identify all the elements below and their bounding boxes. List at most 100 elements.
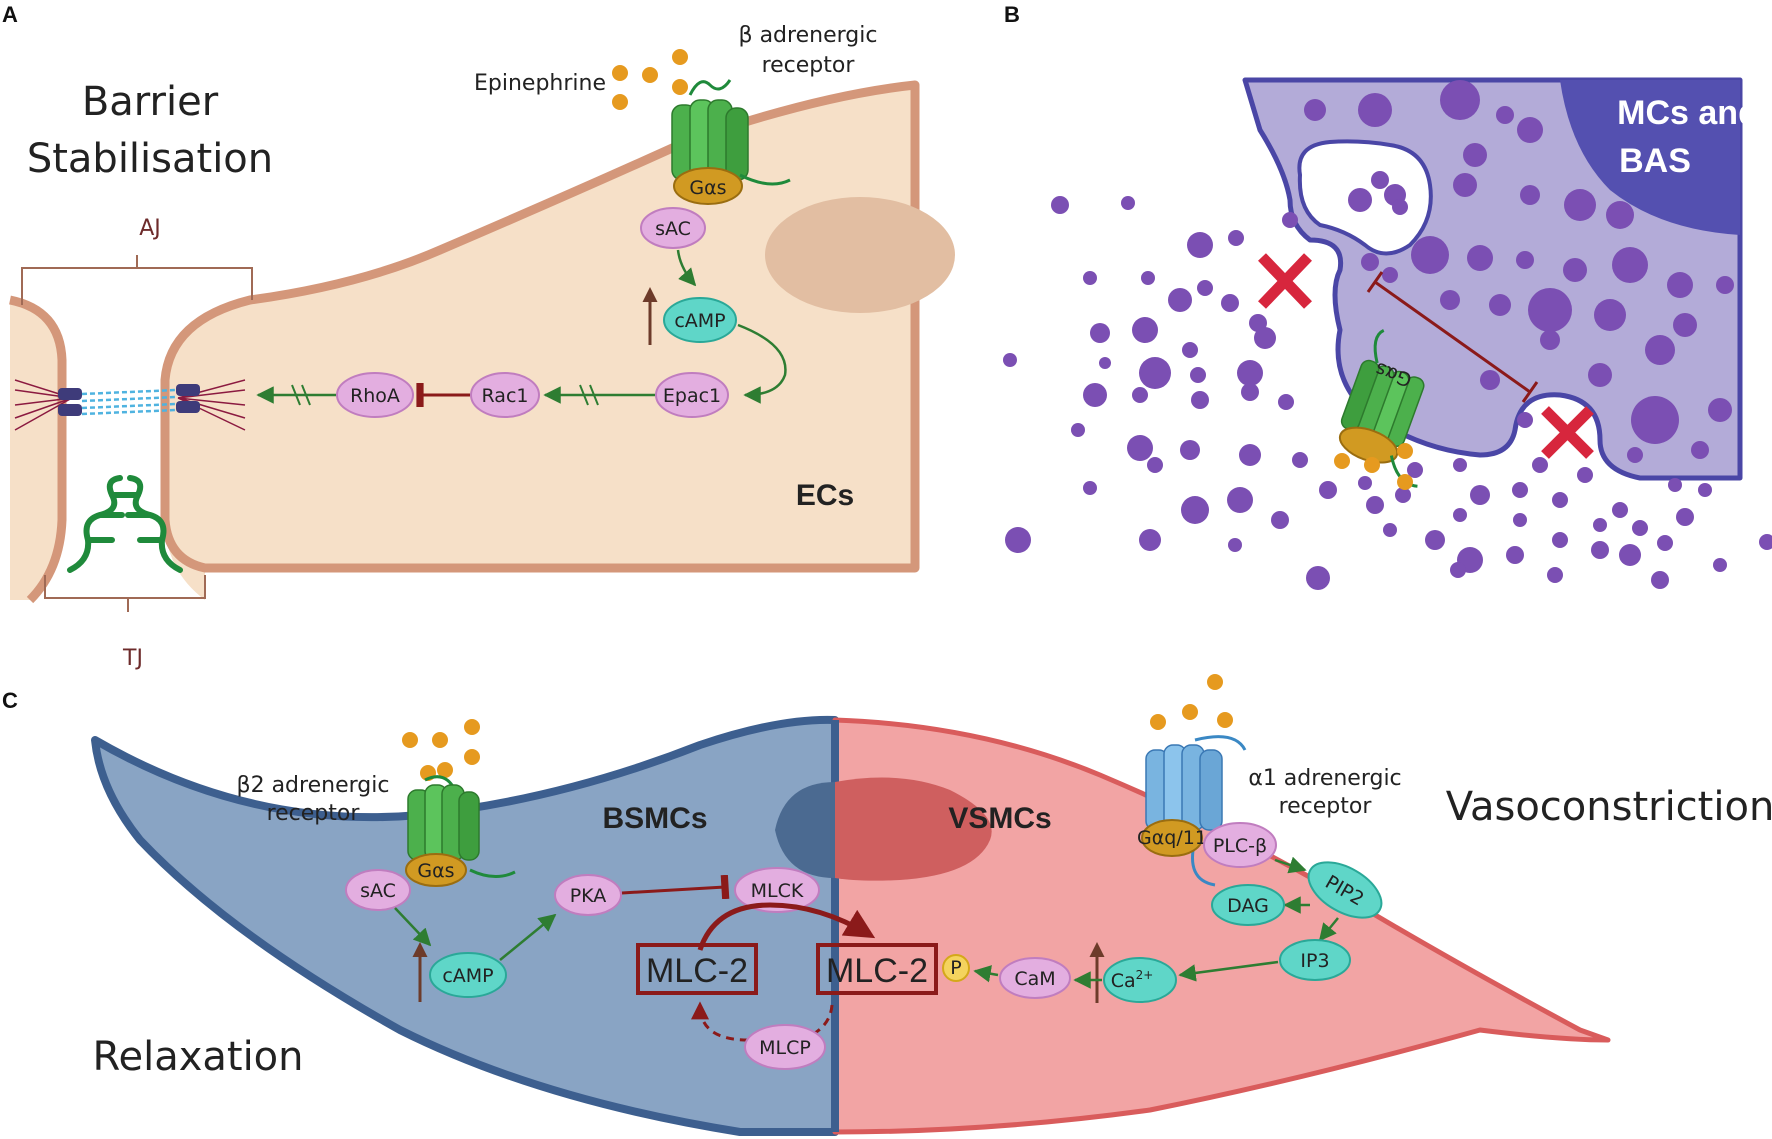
granules [1003,80,1772,590]
granule [1450,562,1466,578]
granule [1480,370,1500,390]
granule [1180,440,1200,460]
indirect-marks-1 [579,384,599,406]
left-cell-membrane [8,295,67,604]
camp-a-label: cAMP [674,310,725,332]
granule [1606,201,1634,229]
granule [1239,444,1261,466]
vsmc-nucleus [835,777,992,881]
mlc2-right-label: MLC-2 [826,952,928,990]
gaq-label: Gαq/11 [1137,827,1207,849]
epinephrine-molecules [612,49,688,110]
arrow-camp-epac1 [737,323,787,404]
granule [1470,485,1490,505]
granule [1190,367,1206,383]
beta-adrenergic-receptor [671,79,791,205]
granule [1564,189,1596,221]
b2-receptor-label-line1: β2 adrenergic [237,773,390,798]
mcs-label-line1: MCs and [1617,94,1759,132]
granule [1191,391,1209,409]
granule [1306,566,1330,590]
b2-receptor-label-line2: receptor [267,801,361,826]
arrow-sac-camp-c [394,907,432,947]
arrow-sac-camp [676,249,697,287]
granule [1366,496,1384,514]
endothelial-cell [165,85,915,600]
sac-c-label: sAC [360,880,396,902]
granule [1358,93,1392,127]
granule [1520,185,1540,205]
granule [1440,290,1460,310]
granule [1228,538,1242,552]
block-x-1 [1258,253,1312,309]
ip3-label: IP3 [1300,950,1329,972]
granule [1187,232,1213,258]
phosphate-label: P [950,957,961,979]
left-endothelial-cell [10,300,62,600]
granule [1651,571,1669,589]
granule [1676,508,1694,526]
granule [1496,106,1514,124]
bsmc-nucleus [775,782,835,878]
cam-label: CaM [1014,968,1055,990]
granule [1594,299,1626,331]
a1-receptor-label-line2: receptor [1279,794,1373,819]
granule [1453,173,1477,197]
indirect-marks-2 [291,384,311,406]
granule [1517,412,1533,428]
ec-nucleus [765,197,955,313]
granule [1667,272,1693,298]
panel-b-label: B [1004,2,1020,27]
mcs-label-line2: BAS [1619,142,1691,180]
gas-label-c: Gαs [417,860,454,882]
granule [1358,476,1372,490]
granule [1577,467,1593,483]
granule [1528,288,1572,332]
granule [1612,502,1628,518]
epinephrine-molecules-c2 [1150,674,1233,730]
epinephrine-molecules-c1 [402,719,480,781]
barrier-title-line2: Stabilisation [27,136,273,182]
granule [1237,360,1263,386]
granule [1132,387,1148,403]
granule [1383,523,1397,537]
granule [1627,447,1643,463]
granule [1241,383,1259,401]
a1-receptor-label-line1: α1 adrenergic [1248,766,1401,791]
node-mlcp: MLCP [744,1024,826,1070]
endothelial-cell-membrane [160,80,920,573]
granule [1083,271,1097,285]
camp-c-label: cAMP [442,965,493,987]
granule [1361,253,1379,271]
granule [1547,567,1563,583]
phosphate-group: P [942,954,970,982]
granule [1506,546,1524,564]
granule [1563,258,1587,282]
node-mlck: MLCK [734,867,820,913]
block-x-2 [1541,406,1594,459]
granule [1698,483,1712,497]
granule [1517,117,1543,143]
node-epac1: Epac1 [655,372,729,418]
granule [1588,363,1612,387]
vasoconstriction-label: Vasoconstriction [1446,784,1772,830]
granule [1463,143,1487,167]
mlck-label: MLCK [751,880,804,902]
granule [1278,394,1294,410]
granule [1127,435,1153,461]
granule [1540,330,1560,350]
granule [1516,251,1534,269]
granule [1181,496,1209,524]
granule [1099,357,1111,369]
granule [1071,423,1085,437]
granule [1425,530,1445,550]
node-camp-a: cAMP [663,297,737,343]
arrow-mlck-phosphorylation [697,902,876,951]
pka-label: PKA [570,885,607,907]
granule [1182,342,1198,358]
granule [1657,535,1673,551]
plcb-label: PLC-β [1213,835,1267,857]
node-plcb: PLC-β [1203,822,1277,868]
tight-junction [67,475,183,573]
granule [1319,481,1337,499]
